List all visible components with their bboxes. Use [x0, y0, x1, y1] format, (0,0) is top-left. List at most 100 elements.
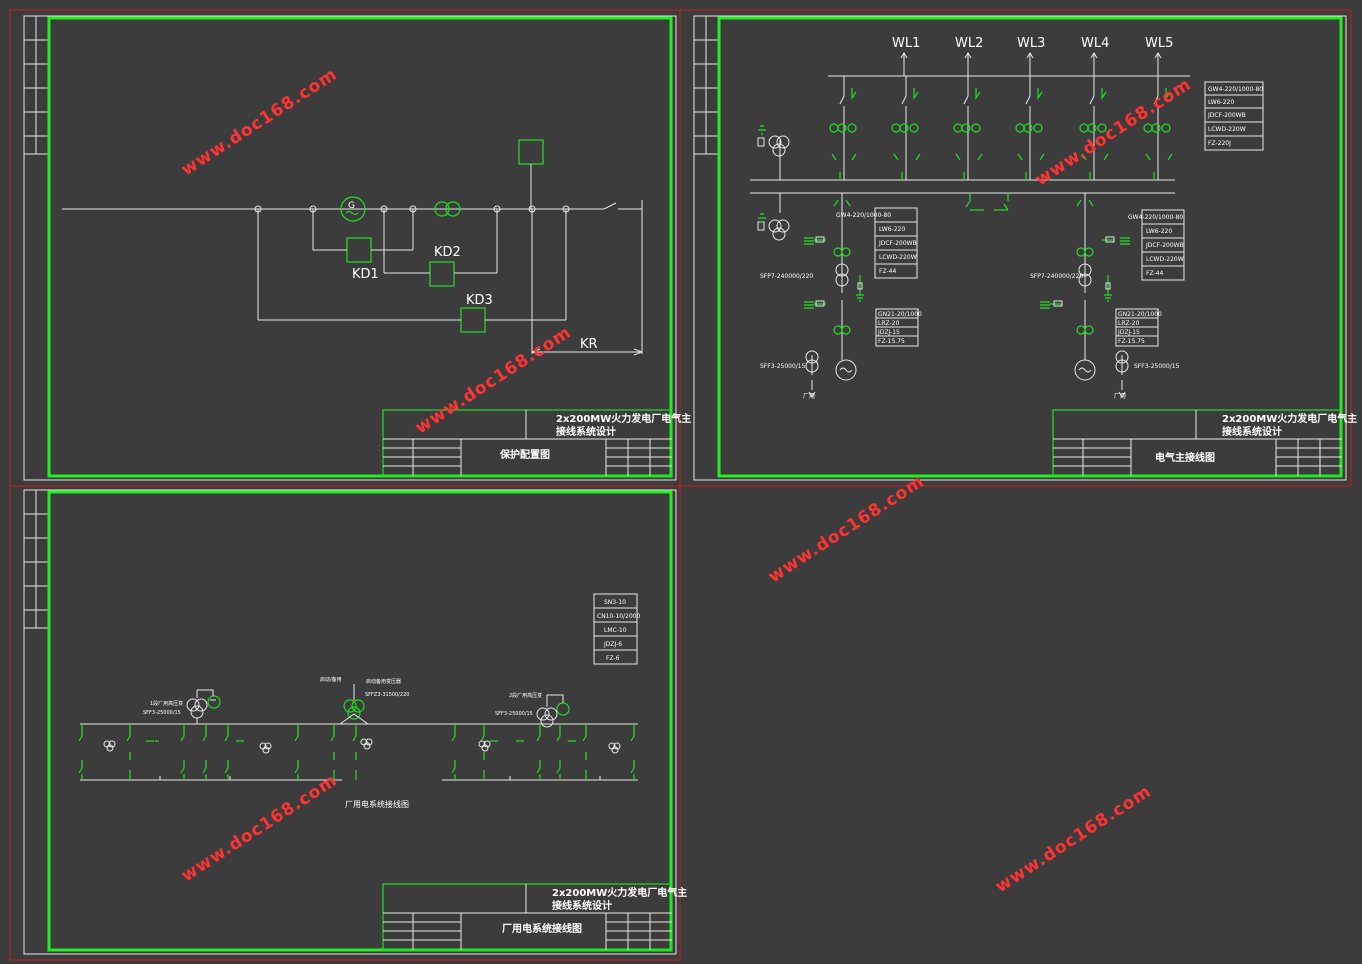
sheet2-equip-table-low-left: GN21-20/1000 LRZ-20 JDZJ-15 FZ-15.75	[875, 308, 922, 347]
svg-text:FZ-44: FZ-44	[1146, 270, 1163, 277]
sheet3-title-block	[382, 883, 673, 951]
sheet1-outer-border	[23, 15, 677, 481]
feeder-label-wl2: WL2	[955, 36, 983, 51]
layout-frame-3	[9, 485, 681, 961]
sheet-main-wiring: WL1 WL2 WL3 WL4 WL5	[693, 15, 1357, 481]
svg-text:LRZ-20: LRZ-20	[1118, 320, 1139, 327]
sheet2-drawing-border	[717, 16, 1343, 478]
svg-text:LCWD-220W: LCWD-220W	[879, 254, 917, 261]
xfmr-aux-left-label: SFF3-25000/15	[760, 363, 806, 370]
sheet2-project-title-2: 接线系统设计	[1222, 425, 1282, 438]
svg-text:LW6-220: LW6-220	[1208, 99, 1234, 106]
watermark-6: www.doc168.com	[992, 781, 1155, 897]
sheet1-drawing-border	[47, 16, 673, 478]
svg-text:JDZJ-15: JDZJ-15	[877, 329, 900, 336]
house-left-label: 厂用	[803, 393, 815, 400]
svg-text:LCWD-220W: LCWD-220W	[1208, 126, 1246, 133]
aux-right-label: 2段厂用高压变	[509, 692, 542, 699]
aux-mid-label2: 启动/备用	[320, 676, 342, 683]
main-transformer-symbol	[434, 201, 450, 217]
svg-text:CN10-10/2000: CN10-10/2000	[597, 613, 641, 620]
watermark-3: www.doc168.com	[1032, 74, 1195, 190]
sheet3-project-title-2: 接线系统设计	[552, 899, 612, 912]
sheet3-project-title: 2x200MW火力发电厂电气主	[552, 886, 687, 899]
feeder-label-wl5: WL5	[1145, 36, 1173, 51]
sheet-protection-config: G KD1 KD2 KD3 KR	[23, 15, 691, 481]
sheet2-right-gen-bay: SFP7-240000/220 SFF3-25000/15 厂用	[1030, 193, 1180, 400]
svg-text:LCWD-220W: LCWD-220W	[1146, 256, 1184, 263]
aux-left-label: 1段厂用高压变	[150, 700, 183, 707]
aux-left-xfmr: SFF3-25000/15	[143, 710, 181, 716]
kd2-label: KD2	[434, 245, 461, 260]
kd1-relay-box	[346, 237, 372, 263]
svg-text:LW6-220: LW6-220	[1146, 228, 1172, 235]
sheet2-equip-table-mid-right: GW4-220/1000-80 LW6-220 JDCF-200WB LCWD-…	[1128, 209, 1185, 281]
svg-text:FZ-44: FZ-44	[879, 268, 896, 275]
svg-text:JDCF-200WB: JDCF-200WB	[1207, 112, 1246, 119]
sheet2-project-title: 2x200MW火力发电厂电气主	[1222, 412, 1357, 425]
svg-text:GN21-20/1000: GN21-20/1000	[878, 311, 922, 318]
svg-text:FZ-220J: FZ-220J	[1208, 140, 1231, 147]
kd3-label: KD3	[466, 293, 493, 308]
watermark-2: www.doc168.com	[412, 322, 575, 438]
sheet2-drawing-name: 电气主接线图	[1155, 451, 1215, 464]
aux-diagram-title: 厂用电系统接线图	[345, 799, 409, 809]
svg-text:JDCF-200WB: JDCF-200WB	[878, 240, 917, 247]
svg-text:FZ-15.75: FZ-15.75	[1118, 338, 1145, 345]
svg-text:GW4-220/1000-80: GW4-220/1000-80	[836, 212, 891, 219]
watermarks: www.doc168.com www.doc168.com www.doc168…	[178, 64, 1195, 897]
sheet3-equip-table: SN3-10 CN10-10/2000 LMC-10 JDZJ-6 FZ-6	[593, 593, 641, 665]
svg-text:FZ-6: FZ-6	[606, 655, 620, 662]
watermark-4: www.doc168.com	[765, 471, 928, 587]
bus-coupler	[965, 193, 1009, 211]
svg-text:LMC-10: LMC-10	[604, 627, 627, 634]
generator-symbol	[340, 196, 366, 222]
aux-xfmr-right: 2段厂用高压变 SFF3-25000/15	[495, 692, 570, 728]
sheet3-drawing-border	[47, 490, 673, 952]
svg-text:JDZJ-15: JDZJ-15	[1117, 329, 1140, 336]
svg-text:GW4-220/1000-80: GW4-220/1000-80	[1208, 86, 1263, 93]
kd3-relay-box	[460, 307, 486, 333]
feeder-label-wl4: WL4	[1081, 36, 1109, 51]
svg-text:SN3-10: SN3-10	[604, 599, 626, 606]
sheet3-drawing-name: 厂用电系统接线图	[502, 922, 582, 935]
svg-text:GN21-20/1000: GN21-20/1000	[1118, 311, 1162, 318]
svg-text:FZ-15.75: FZ-15.75	[878, 338, 905, 345]
svg-text:JDCF-200WB: JDCF-200WB	[1145, 242, 1184, 249]
sheet2-equip-table-mid-left: GW4-220/1000-80 LW6-220 JDCF-200WB LCWD-…	[836, 207, 918, 279]
xfmr-main-right-label: SFP7-240000/220	[1030, 273, 1083, 280]
aux-feeders	[78, 724, 635, 780]
generator-label: G	[348, 201, 355, 211]
kd2-relay-box	[429, 261, 455, 287]
aux-xfmr-mid: 启动备用变压器 启动/备用 SFFZ3-31500/220	[320, 676, 409, 725]
sheet2-equip-table-right: GW4-220/1000-80 LW6-220 JDCF-200WB LCWD-…	[1204, 81, 1264, 151]
kr-label: KR	[580, 337, 598, 352]
aux-mid-label: 启动备用变压器	[366, 678, 401, 685]
sheet1-title-block	[382, 409, 673, 477]
sheet1-project-title-2: 接线系统设计	[556, 425, 616, 438]
kd1-label: KD1	[352, 267, 379, 282]
top-relay-box	[518, 139, 544, 165]
layout-frame-2	[679, 9, 1352, 487]
sheet1-project-title: 2x200MW火力发电厂电气主	[556, 412, 691, 425]
sheet1-drawing-name: 保护配置图	[499, 448, 550, 461]
watermark-1: www.doc168.com	[178, 64, 341, 180]
feeder-label-wl3: WL3	[1017, 36, 1045, 51]
sheet2-title-block	[1052, 409, 1343, 477]
xfmr-aux-right-label: SFF3-25000/15	[1134, 363, 1180, 370]
svg-text:GW4-220/1000-80: GW4-220/1000-80	[1128, 214, 1183, 221]
watermark-5: www.doc168.com	[178, 770, 341, 886]
sheet2-outer-border	[693, 15, 1347, 481]
xfmr-main-left-label: SFP7-240000/220	[760, 273, 813, 280]
svg-text:LW6-220: LW6-220	[879, 226, 905, 233]
aux-xfmr-left: 1段厂用高压变 SFF3-25000/15	[143, 689, 221, 724]
sheet2-left-gen-bay: SFP7-240000/220 SFF3-25000/15 厂用	[760, 193, 864, 400]
sheet3-outer-border	[23, 489, 677, 955]
sheet2-feeder-group: WL1 WL2 WL3 WL4 WL5	[829, 36, 1173, 211]
house-right-label: 厂用	[1114, 393, 1126, 400]
sheet1-switch	[603, 202, 617, 210]
sheet2-equip-table-low-right: GN21-20/1000 LRZ-20 JDZJ-15 FZ-15.75	[1115, 308, 1162, 347]
aux-right-xfmr: SFF3-25000/15	[495, 711, 533, 717]
svg-text:JDZJ-6: JDZJ-6	[603, 641, 622, 648]
